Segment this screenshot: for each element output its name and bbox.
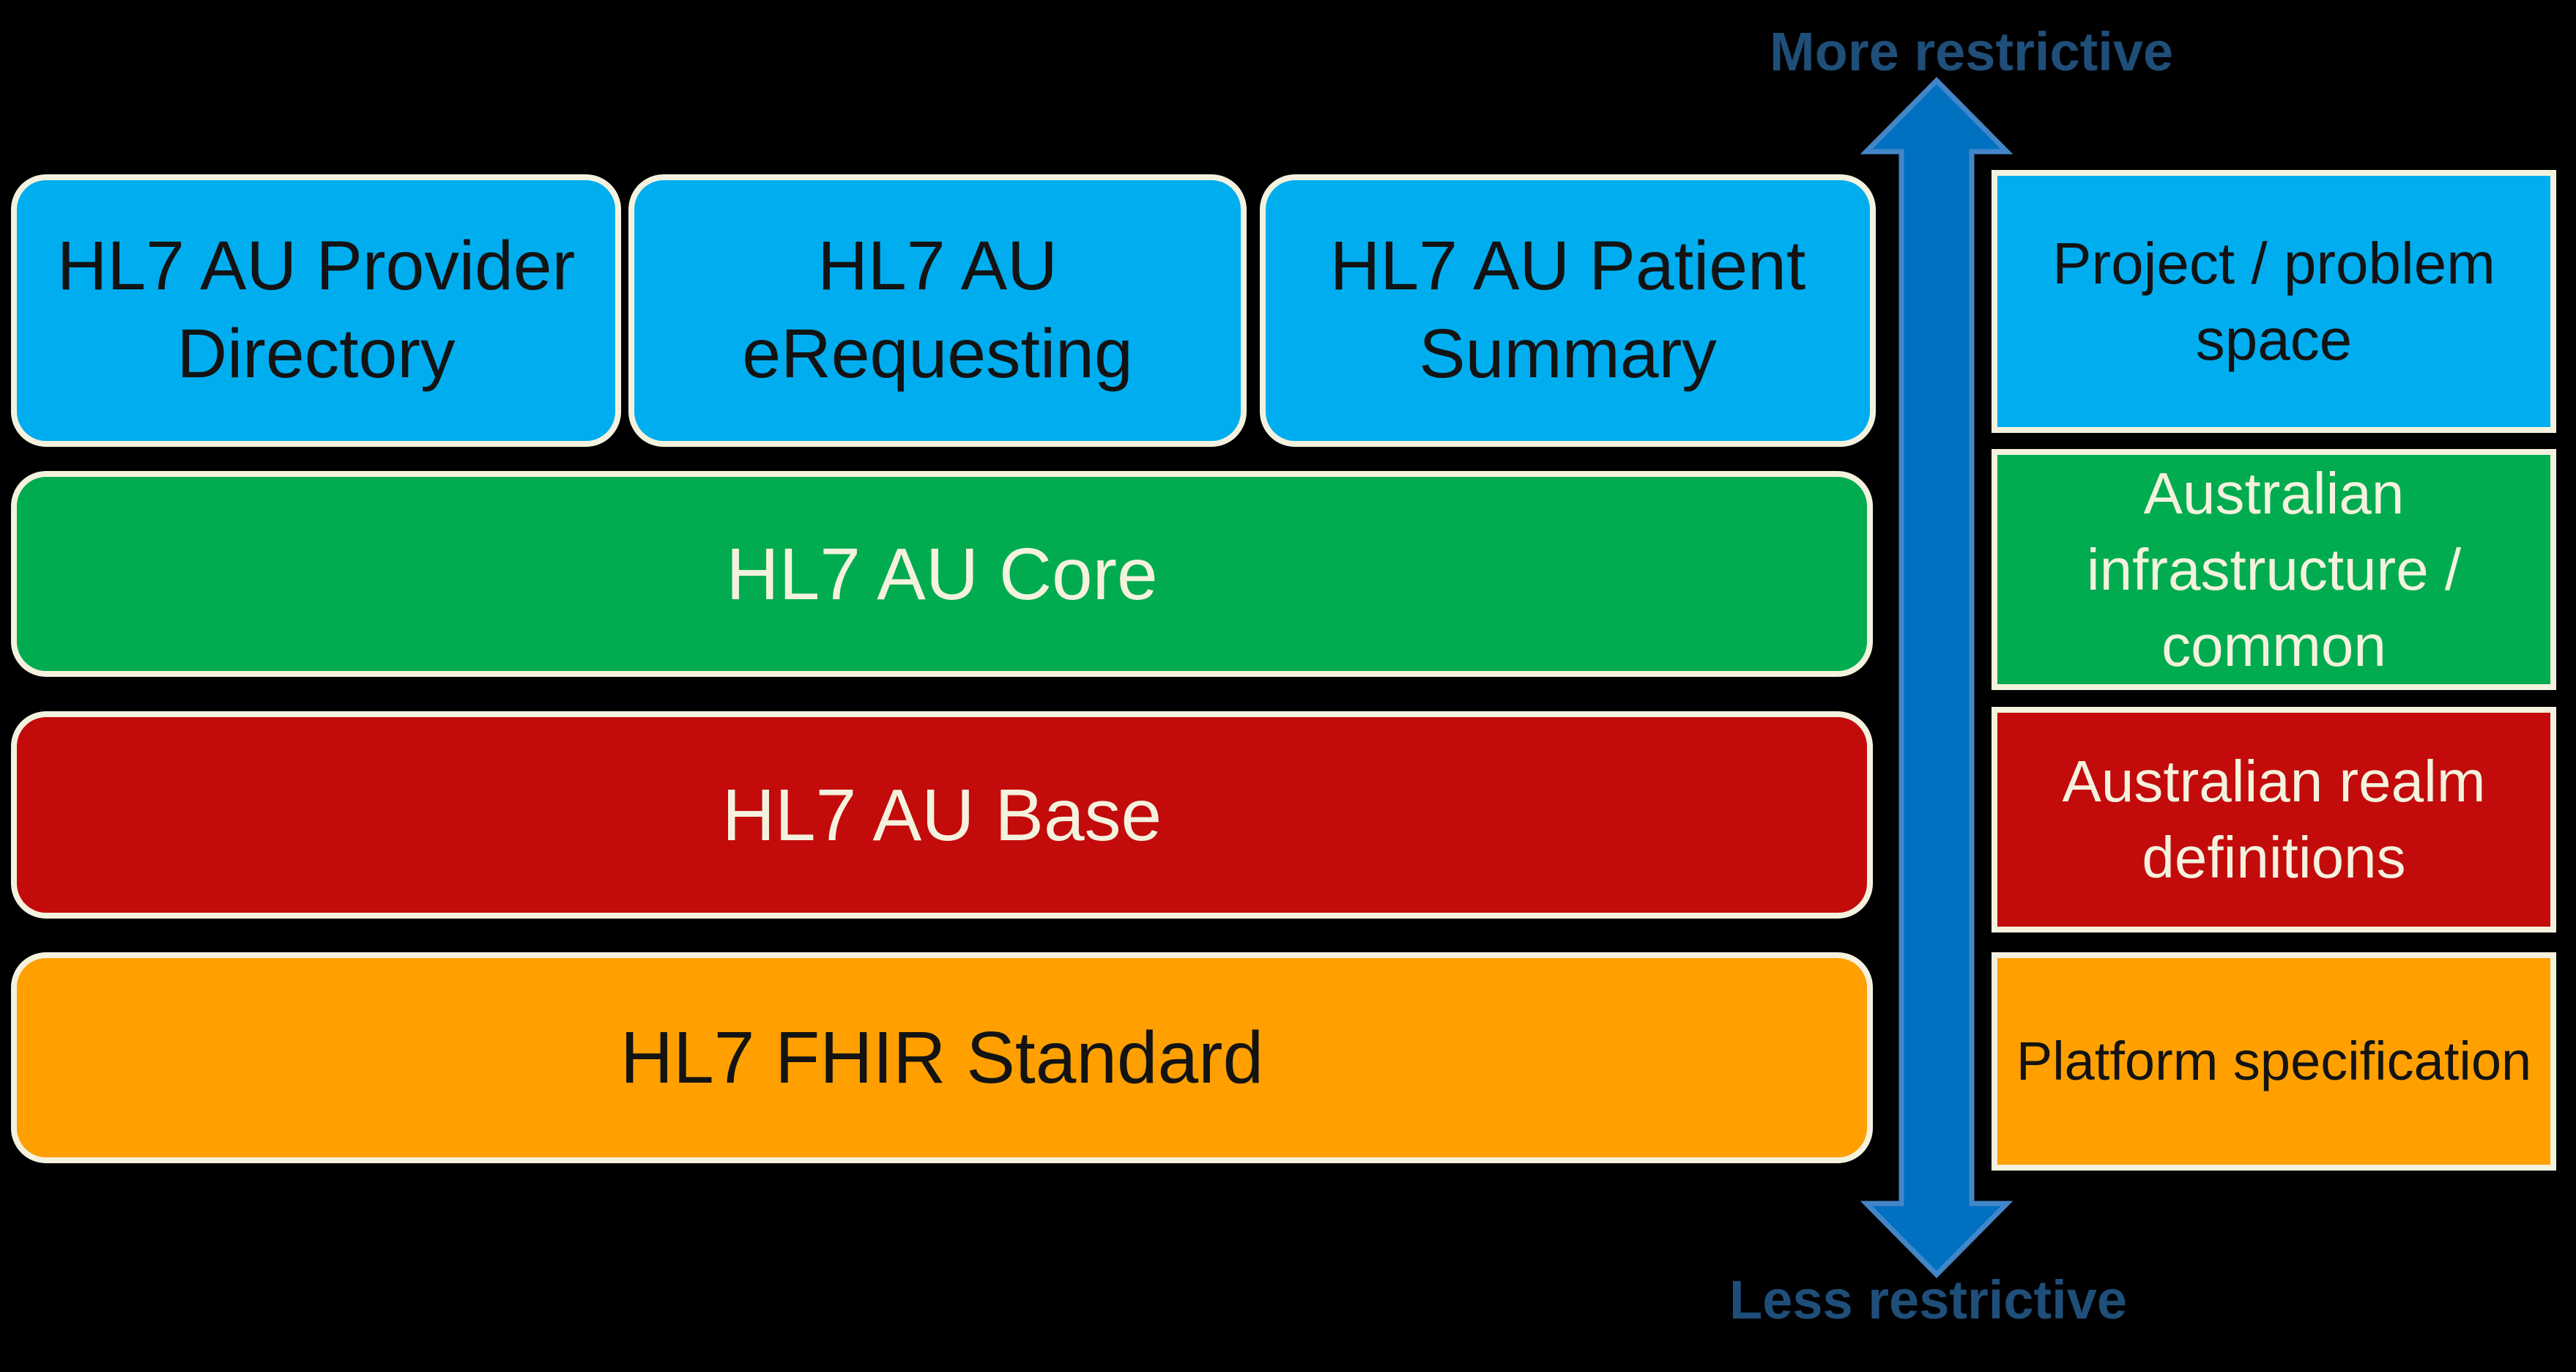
layer-label-au-core: HL7 AU Core xyxy=(726,533,1158,615)
layer-box-hl7-au-patient-summary: HL7 AU Patient Summary xyxy=(1260,174,1876,447)
layer-label-erequesting: HL7 AU eRequesting xyxy=(742,227,1133,393)
legend-label-australian-realm-definitions: Australian realm definitions xyxy=(2062,749,2486,890)
layer-box-hl7-fhir-standard: HL7 FHIR Standard xyxy=(11,952,1873,1163)
legend-box-project-problem-space: Project / problem space xyxy=(1992,170,2556,433)
layer-label-provider-directory: HL7 AU Provider Directory xyxy=(56,227,576,393)
layer-box-hl7-au-base: HL7 AU Base xyxy=(11,711,1873,919)
legend-label-australian-infrastructure-common: Australian infrastructure / common xyxy=(2086,460,2462,678)
legend-box-platform-specification: Platform specification xyxy=(1992,952,2556,1171)
layer-box-hl7-au-provider-directory: HL7 AU Provider Directory xyxy=(11,174,621,447)
legend-label-project-problem-space: Project / problem space xyxy=(2052,230,2495,372)
legend-box-australian-realm-definitions: Australian realm definitions xyxy=(1992,707,2556,932)
layer-label-au-base: HL7 AU Base xyxy=(721,774,1162,856)
layer-label-fhir-standard: HL7 FHIR Standard xyxy=(620,1017,1264,1099)
double-arrow-shape xyxy=(1860,77,2013,1278)
axis-label-less-restrictive: Less restrictive xyxy=(1729,1269,2128,1330)
layer-box-hl7-au-core: HL7 AU Core xyxy=(11,471,1873,677)
layer-label-patient-summary: HL7 AU Patient Summary xyxy=(1329,227,1806,393)
legend-box-australian-infrastructure-common: Australian infrastructure / common xyxy=(1992,449,2556,690)
axis-label-more-restrictive: More restrictive xyxy=(1770,21,2174,82)
legend-label-platform-specification: Platform specification xyxy=(2016,1030,2532,1091)
layer-box-hl7-au-erequesting: HL7 AU eRequesting xyxy=(628,174,1247,447)
